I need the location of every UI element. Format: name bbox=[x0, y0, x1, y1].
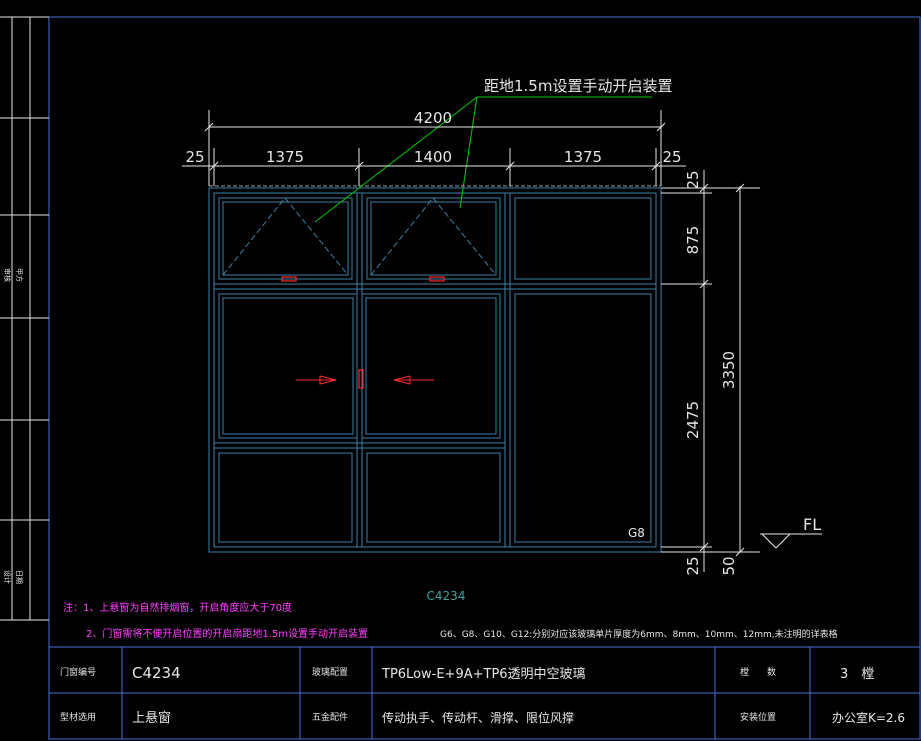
label-location: 安装位置 bbox=[740, 711, 776, 723]
top-hung-sash-middle bbox=[366, 197, 501, 280]
horizontal-dimension-text: 4200 25 1375 1400 1375 25 bbox=[185, 109, 681, 166]
value-profile: 上悬窗 bbox=[132, 710, 171, 726]
glass-note: G6、G8、G10、G12:分别对应该玻璃单片厚度为6mm、8mm、10mm、1… bbox=[440, 628, 838, 640]
label-window-no: 门窗编号 bbox=[60, 666, 96, 678]
dim-top-edge: 25 bbox=[684, 170, 702, 189]
side-strip-labels: 甲方 审核 日期 设计 bbox=[3, 268, 24, 584]
handle-icon bbox=[429, 276, 445, 282]
opening-arrows bbox=[296, 375, 434, 385]
fixed-pane-top-right bbox=[514, 197, 652, 280]
casement-sash-right bbox=[361, 293, 501, 439]
handle-icon bbox=[281, 276, 297, 282]
handles bbox=[281, 276, 445, 389]
arrow-right-icon bbox=[319, 375, 337, 385]
side-label-1: 甲方 bbox=[15, 268, 24, 282]
floor-level-marker bbox=[760, 533, 822, 549]
dim-overall-width: 4200 bbox=[414, 109, 452, 127]
vertical-dimensions bbox=[661, 170, 760, 572]
label-glass: 玻璃配置 bbox=[312, 666, 348, 678]
note-1: 注：1、上悬窗为自然排烟窗，开启角度应大于70度 bbox=[63, 601, 292, 614]
casement-sash-left bbox=[218, 293, 358, 439]
fixed-pane-large-right bbox=[514, 293, 652, 543]
dim-sill: 50 bbox=[720, 556, 738, 575]
glass-label: G8 bbox=[628, 526, 645, 540]
value-hardware: 传动执手、传动杆、滑撑、限位风撑 bbox=[382, 710, 574, 725]
opening-lines bbox=[222, 197, 497, 276]
value-quantity: 3 樘 bbox=[840, 667, 874, 682]
annotation-leader bbox=[314, 96, 652, 223]
value-glass: TP6Low-E+9A+TP6透明中空玻璃 bbox=[381, 667, 586, 682]
dim-col2: 1400 bbox=[414, 148, 452, 166]
window-frame bbox=[208, 185, 662, 553]
fixed-pane-bottom-middle bbox=[366, 452, 501, 543]
annotation-text: 距地1.5m设置手动开启装置 bbox=[484, 77, 672, 95]
dim-upper-row: 875 bbox=[684, 226, 702, 255]
dim-overall-height: 3350 bbox=[720, 351, 738, 389]
horizontal-dimensions bbox=[182, 110, 686, 186]
drawing-caption: C4234 bbox=[427, 589, 466, 603]
dim-bottom-edge: 25 bbox=[684, 556, 702, 575]
dim-col1: 1375 bbox=[266, 148, 304, 166]
sheet-border bbox=[48, 16, 921, 740]
value-window-no: C4234 bbox=[132, 664, 181, 682]
side-strip bbox=[0, 16, 49, 621]
dim-left-edge: 25 bbox=[185, 148, 204, 166]
side-label-2: 审核 bbox=[3, 268, 12, 282]
side-label-3: 日期 bbox=[15, 570, 23, 584]
title-block: 门窗编号 C4234 玻璃配置 TP6Low-E+9A+TP6透明中空玻璃 樘 … bbox=[60, 664, 905, 726]
notes: 注：1、上悬窗为自然排烟窗，开启角度应大于70度 2、门窗需将不便开启位置的开启… bbox=[63, 601, 838, 640]
vertical-dimension-text: 25 875 3350 2475 25 50 bbox=[684, 170, 738, 575]
value-location: 办公室K=2.6 bbox=[832, 710, 905, 725]
dim-lower-row: 2475 bbox=[684, 401, 702, 439]
dim-right-edge: 25 bbox=[662, 148, 681, 166]
fixed-pane-bottom-left bbox=[218, 452, 353, 543]
label-profile: 型材选用 bbox=[60, 711, 96, 723]
label-quantity: 樘 数 bbox=[740, 666, 776, 678]
label-hardware: 五金配件 bbox=[312, 711, 348, 723]
sashes bbox=[218, 197, 652, 543]
side-label-4: 设计 bbox=[3, 570, 12, 584]
dim-col3: 1375 bbox=[564, 148, 602, 166]
note-2: 2、门窗需将不便开启位置的开启扇距地1.5m设置手动开启装置 bbox=[86, 627, 368, 640]
floor-level-label: FL bbox=[803, 515, 821, 534]
arrow-left-icon bbox=[393, 375, 411, 385]
top-hung-sash-left bbox=[218, 197, 353, 280]
handle-icon bbox=[358, 369, 364, 389]
